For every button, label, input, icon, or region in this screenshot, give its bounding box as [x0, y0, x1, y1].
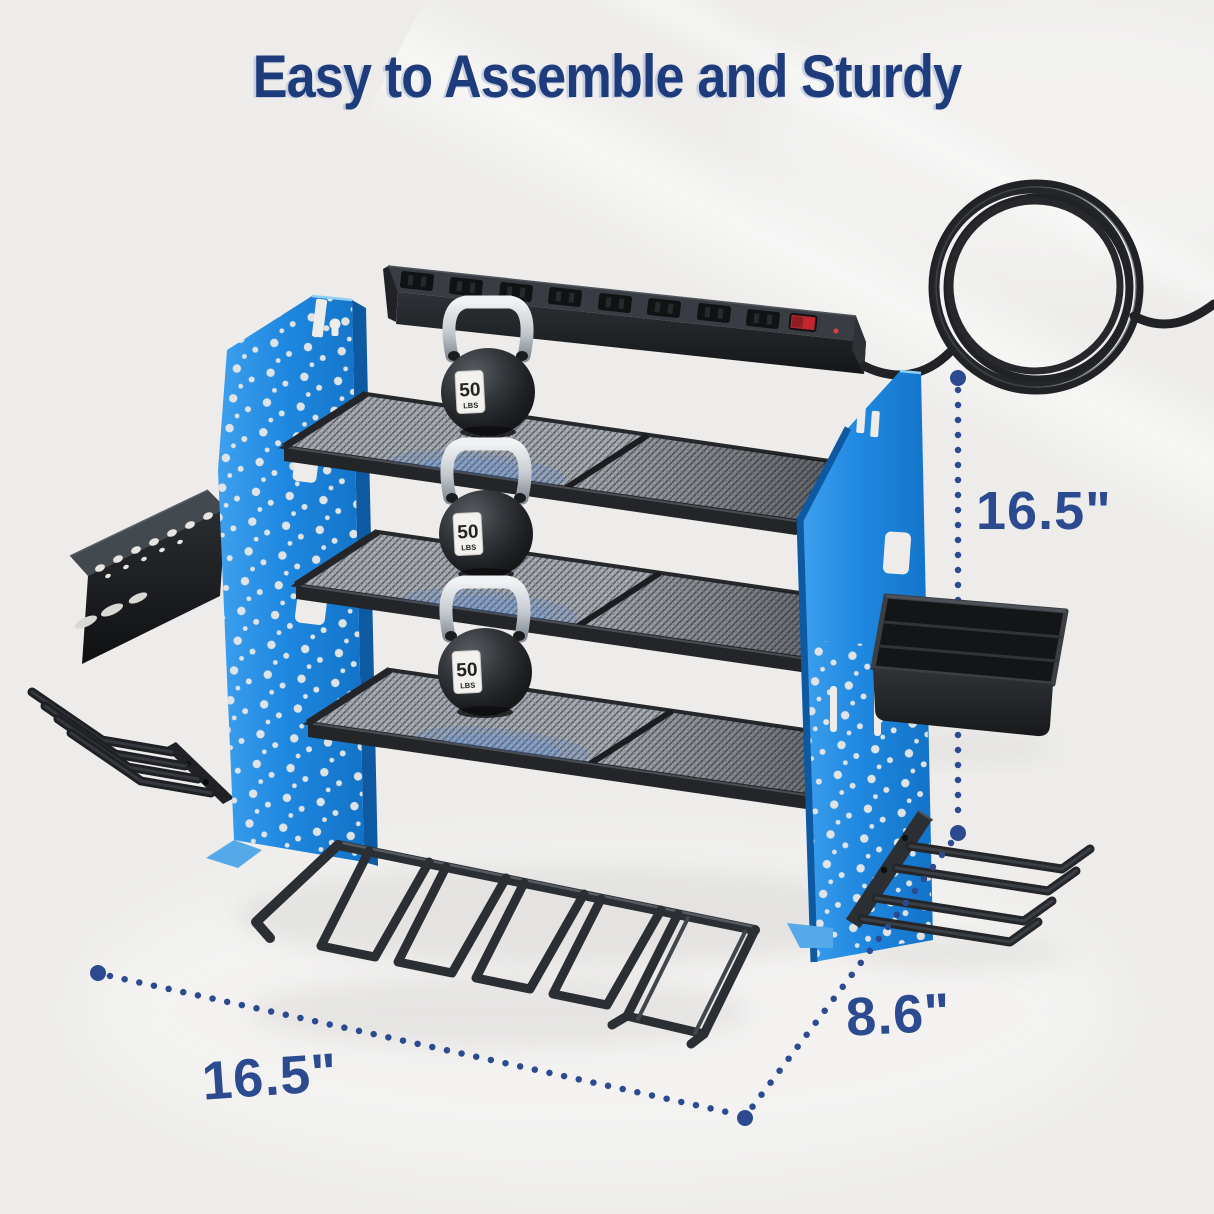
kettlebell-handle: [442, 295, 534, 363]
weight-label: 50 LBS: [452, 511, 484, 557]
height-dimension-label: 16.5": [976, 481, 1112, 541]
tray-divider: [883, 620, 1063, 639]
kettlebell-handle: [439, 575, 531, 643]
power-switch: [788, 312, 818, 333]
width-dimension-line: [106, 972, 740, 1118]
power-strip: [383, 265, 866, 374]
svg-text:LBS: LBS: [463, 401, 478, 411]
panel-foot: [206, 840, 262, 868]
page-title: Easy to Assemble and Sturdy: [252, 43, 962, 110]
storage-tray: [870, 593, 1069, 737]
tray-divider: [879, 644, 1059, 663]
svg-text:50: 50: [456, 659, 478, 681]
power-tool-holder-rack: [251, 840, 760, 1049]
kettlebell-1: 50 LBS: [441, 295, 535, 438]
svg-text:LBS: LBS: [460, 681, 475, 691]
depth-dimension-label: 8.6": [844, 982, 953, 1048]
svg-text:LBS: LBS: [461, 543, 476, 553]
depth-dimension-line: [746, 839, 955, 1114]
kettlebell-handle: [440, 437, 532, 505]
kettlebell-3: 50 LBS: [438, 575, 532, 718]
kettlebell-2: 50 LBS: [439, 437, 533, 580]
svg-text:50: 50: [457, 521, 479, 543]
panel-slots: [830, 406, 912, 736]
weight-label: 50 LBS: [451, 649, 483, 695]
svg-text:50: 50: [459, 379, 481, 401]
perforated-side-bracket: [69, 489, 226, 664]
bracket-holes: [74, 512, 213, 629]
dimension-lines: [90, 370, 966, 1126]
power-indicator-light: [833, 328, 839, 334]
width-dimension-label: 16.5": [200, 1042, 340, 1112]
tool-hooks-left: [27, 687, 234, 804]
power-outlets: [398, 270, 782, 330]
dimension-endpoints: [90, 370, 966, 1126]
tool-hooks-right: [846, 810, 1095, 947]
weight-label: 50 LBS: [454, 369, 486, 415]
mesh-shelf-top: [278, 391, 884, 535]
panel-foot: [787, 923, 833, 948]
